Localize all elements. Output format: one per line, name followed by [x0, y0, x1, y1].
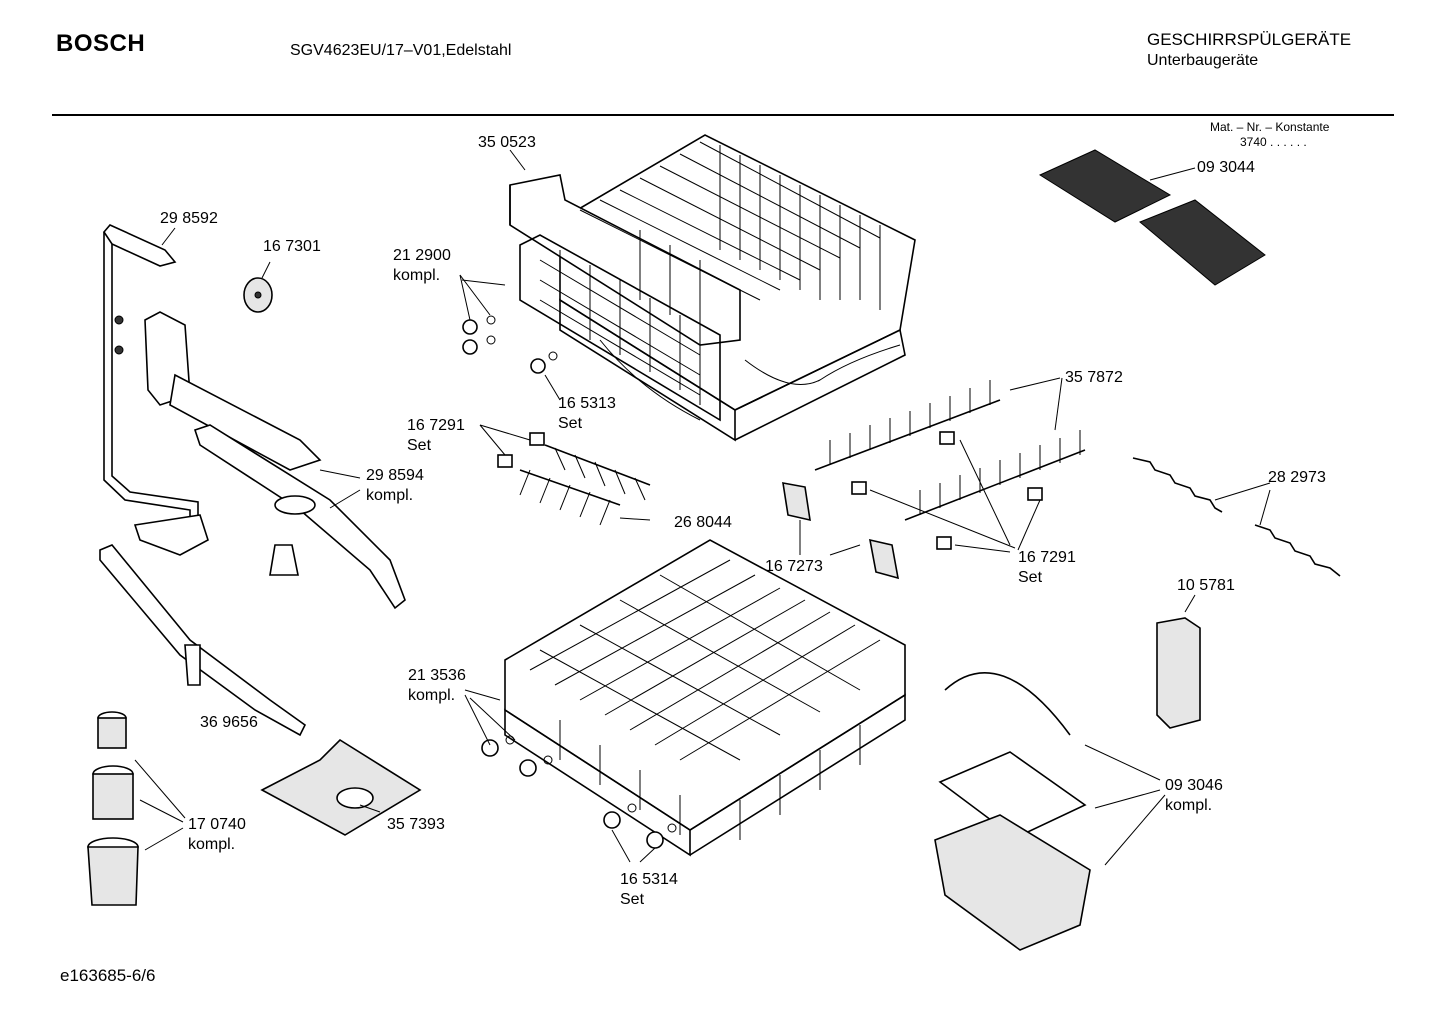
part-label: 29 8592	[160, 210, 218, 227]
part-label: 35 7872	[1065, 369, 1123, 386]
part-label: 16 7301	[263, 238, 321, 255]
part-label: 35 7393	[387, 816, 445, 833]
model-title: SGV4623EU/17–V01,Edelstahl	[290, 42, 512, 59]
clips-drawing	[497, 431, 1043, 580]
cup-rack-drawing	[1038, 149, 1266, 286]
mat-number-value: 3740 . . . . . .	[1240, 135, 1307, 149]
rails-drawing	[1132, 457, 1341, 577]
part-label: 10 5781	[1177, 577, 1235, 594]
header-rule	[52, 114, 1394, 116]
leader-lines	[134, 149, 1271, 866]
lower-spray-arm-drawing	[99, 544, 307, 737]
cutlery-box-drawing	[1156, 617, 1201, 729]
spray-arm-bracket-drawing	[144, 311, 322, 471]
upper-basket-drawing	[462, 134, 916, 442]
mat-number-title: Mat. – Nr. – Konstante	[1210, 120, 1330, 134]
drawing-code: e163685-6/6	[60, 966, 156, 985]
category-subtitle: Unterbaugeräte	[1147, 52, 1259, 69]
part-label: 16 7273	[765, 558, 823, 575]
filter-plate-drawing	[260, 738, 422, 836]
lower-basket-drawing	[481, 539, 906, 857]
supply-pipe-drawing	[102, 224, 209, 556]
nozzle-drawing	[243, 277, 273, 313]
part-label: 35 0523	[478, 134, 536, 151]
part-label: 09 3044	[1197, 159, 1255, 176]
part-label: 28 2973	[1268, 469, 1326, 486]
upper-spray-arm-drawing	[193, 424, 406, 610]
cutlery-basket-drawing	[934, 671, 1091, 951]
brand-logo: BOSCH	[56, 30, 146, 57]
category-title: GESCHIRRSPÜLGERÄTE	[1147, 30, 1352, 49]
part-label: 36 9656	[200, 714, 258, 731]
tine-rows-drawing	[519, 380, 1086, 526]
filter-drawing	[87, 711, 139, 906]
part-label: 26 8044	[674, 514, 732, 531]
